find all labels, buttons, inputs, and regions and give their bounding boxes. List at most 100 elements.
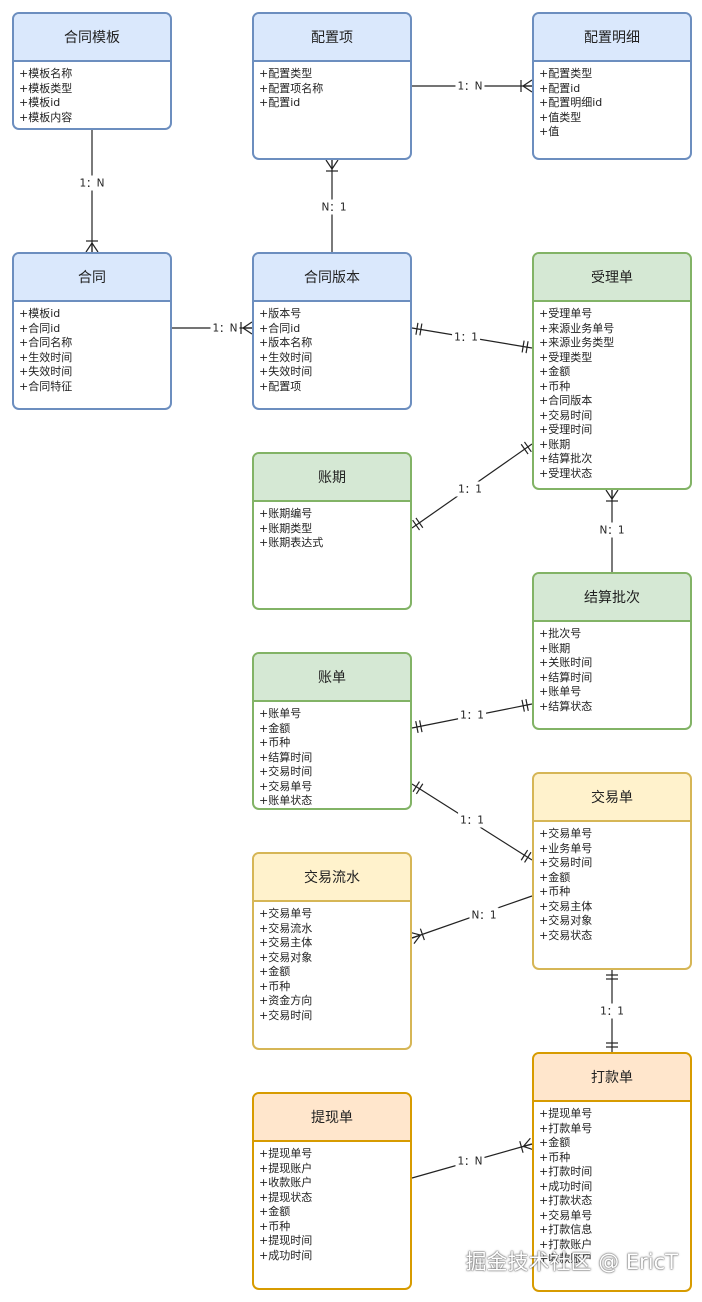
cardinality-label: 1：N xyxy=(455,1153,485,1169)
entity-field: +账单状态 xyxy=(259,794,313,807)
cardinality-label: 1：1 xyxy=(458,707,486,723)
entity-title: 账期 xyxy=(254,454,410,502)
entity-field: +批次号 xyxy=(539,627,582,640)
entity-field: +金额 xyxy=(259,721,291,735)
entity-field-list: +账单号+金额+币种+结算时间+交易时间+交易单号+账单状态 xyxy=(254,702,410,808)
entity-field-list: +受理单号+来源业务单号+来源业务类型+受理类型+金额+币种+合同版本+交易时间… xyxy=(534,302,690,481)
entity-field-list: +批次号+账期+关账时间+结算时间+账单号+结算状态 xyxy=(534,622,690,714)
crowfoot-many-marker xyxy=(605,489,619,500)
entity-field: +交易对象 xyxy=(259,950,313,964)
entity-field: +失效时间 xyxy=(259,365,313,378)
entity-title: 提现单 xyxy=(254,1094,410,1142)
entity-field: +结算状态 xyxy=(539,699,593,713)
entity-field: +版本名称 xyxy=(259,336,313,349)
entity-field: +配置id xyxy=(259,96,301,109)
entity-field-list: +账期编号+账期类型+账期表达式 xyxy=(254,502,410,551)
entity-field: +失效时间 xyxy=(19,365,73,378)
crowfoot-one-bar xyxy=(419,928,425,941)
entity-title: 合同版本 xyxy=(254,254,410,302)
entity-field: +提现账户 xyxy=(259,1161,313,1175)
crowfoot-one-bar xyxy=(519,1141,524,1153)
entity-title: 交易单 xyxy=(534,774,690,822)
entity-field: +生效时间 xyxy=(259,350,313,364)
entity-title: 打款单 xyxy=(534,1054,690,1102)
crowfoot-one-bar xyxy=(415,783,424,795)
entity-field: +账期 xyxy=(539,641,571,655)
entity-field: +收款账户 xyxy=(259,1176,313,1189)
entity-field: +打款状态 xyxy=(539,1194,593,1207)
entity-field: +版本号 xyxy=(259,307,302,320)
entity-title: 合同模板 xyxy=(14,14,170,62)
crowfoot-one-bar xyxy=(415,517,424,529)
entity-field: +金额 xyxy=(259,1205,291,1218)
crowfoot-one-bar xyxy=(415,322,419,335)
entity-field-list: +配置类型+配置项名称+配置id xyxy=(254,62,410,111)
entity-field: +模板类型 xyxy=(19,81,73,95)
entity-field: +收款账户 xyxy=(539,1252,593,1265)
entity-field: +合同名称 xyxy=(19,336,73,349)
crowfoot-one-bar xyxy=(521,340,525,353)
cardinality-label: 1：1 xyxy=(456,481,484,497)
cardinality-label: 1：1 xyxy=(458,812,486,828)
entity-field: +配置项 xyxy=(259,379,302,393)
entity-settlement-batch: 结算批次+批次号+账期+关账时间+结算时间+账单号+结算状态 xyxy=(532,572,692,730)
entity-field: +提现单号 xyxy=(259,1147,313,1160)
entity-field: +受理类型 xyxy=(539,350,593,364)
entity-title: 结算批次 xyxy=(534,574,690,622)
entity-field-list: +版本号+合同id+版本名称+生效时间+失效时间+配置项 xyxy=(254,302,410,394)
crowfoot-one-bar xyxy=(523,441,532,453)
entity-field: +成功时间 xyxy=(539,1179,593,1193)
entity-field: +币种 xyxy=(259,736,291,749)
entity-field-list: +提现单号+提现账户+收款账户+提现状态+金额+币种+提现时间+成功时间 xyxy=(254,1142,410,1263)
entity-field: +交易流水 xyxy=(259,921,313,935)
entity-field: +交易对象 xyxy=(539,914,593,927)
entity-field: +交易单号 xyxy=(539,827,593,840)
entity-field-list: +交易单号+业务单号+交易时间+金额+币种+交易主体+交易对象+交易状态 xyxy=(534,822,690,943)
entity-field: +交易状态 xyxy=(539,928,593,942)
entity-contract: 合同+模板id+合同id+合同名称+生效时间+失效时间+合同特征 xyxy=(12,252,172,410)
entity-field: +业务单号 xyxy=(539,841,593,855)
entity-field: +值 xyxy=(539,125,560,138)
entity-field: +打款时间 xyxy=(539,1165,593,1178)
entity-field: +币种 xyxy=(539,1150,571,1164)
crowfoot-one-bar xyxy=(521,699,525,712)
entity-field: +配置明细id xyxy=(539,96,603,109)
entity-field: +交易时间 xyxy=(259,1008,313,1022)
entity-field: +配置类型 xyxy=(259,67,313,80)
entity-title: 配置明细 xyxy=(534,14,690,62)
entity-field: +结算批次 xyxy=(539,452,593,465)
entity-field: +账单号 xyxy=(539,685,582,698)
entity-title: 账单 xyxy=(254,654,410,702)
cardinality-label: N：1 xyxy=(319,199,349,215)
entity-field: +币种 xyxy=(259,979,291,993)
watermark-text: 掘金技术社区 @ EricT xyxy=(465,1250,678,1274)
entity-field: +账期表达式 xyxy=(259,536,324,549)
entity-field: +成功时间 xyxy=(259,1248,313,1262)
entity-transaction: 交易单+交易单号+业务单号+交易时间+金额+币种+交易主体+交易对象+交易状态 xyxy=(532,772,692,970)
cardinality-label: N：1 xyxy=(597,522,627,538)
entity-field: +打款账户 xyxy=(539,1237,593,1251)
entity-field: +账单号 xyxy=(259,707,302,720)
entity-field: +合同id xyxy=(19,321,61,335)
entity-field: +金额 xyxy=(539,1136,571,1149)
entity-field: +交易时间 xyxy=(539,856,593,869)
crowfoot-many-marker xyxy=(325,159,339,170)
entity-withdrawal: 提现单+提现单号+提现账户+收款账户+提现状态+金额+币种+提现时间+成功时间 xyxy=(252,1092,412,1290)
entity-field: +结算时间 xyxy=(539,670,593,684)
entity-field: +交易单号 xyxy=(539,1208,593,1222)
entity-field-list: +模板名称+模板类型+模板id+模板内容 xyxy=(14,62,170,125)
entity-field: +模板id xyxy=(19,307,61,320)
entity-field: +币种 xyxy=(539,379,571,393)
entity-field: +提现状态 xyxy=(259,1190,313,1204)
entity-field: +币种 xyxy=(539,885,571,898)
entity-field: +提现时间 xyxy=(259,1234,313,1247)
entity-config-item: 配置项+配置类型+配置项名称+配置id xyxy=(252,12,412,160)
entity-field: +交易时间 xyxy=(259,765,313,778)
crowfoot-one-bar xyxy=(412,781,420,793)
crowfoot-one-bar xyxy=(525,698,529,711)
crowfoot-one-bar xyxy=(419,720,423,733)
entity-field: +资金方向 xyxy=(259,994,313,1007)
entity-field: +合同id xyxy=(259,321,301,335)
entity-field: +配置项名称 xyxy=(259,81,324,95)
entity-field: +来源业务类型 xyxy=(539,336,615,349)
